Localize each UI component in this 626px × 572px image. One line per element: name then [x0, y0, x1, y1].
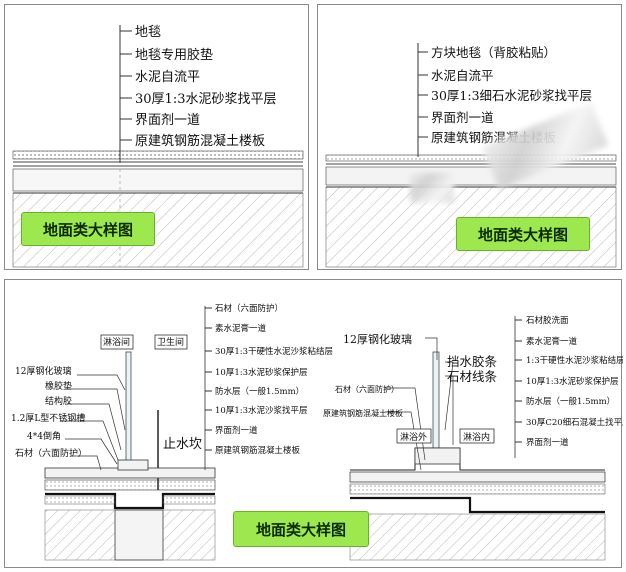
right-layer-6: 界面剂一道	[526, 437, 569, 448]
zone-label-shower: 淋浴间	[103, 336, 130, 348]
layer-label-4: 界面剂一道	[135, 113, 200, 128]
middle-layer-0: 石材（六面防护）	[215, 303, 283, 314]
middle-layer-6: 界面剂一道	[215, 425, 258, 436]
right-layer-3: 10厚1:3水泥砂浆保护层	[526, 376, 619, 387]
blur-overlay	[410, 173, 454, 203]
right-glass-callout: 12厚钢化玻璃	[343, 332, 412, 346]
shower-threshold-drawing: 淋浴间 卫生间 12厚钢化玻璃 橡胶垫 结构胶 1.2厚L型不锈钢槽 4*4倒角…	[11, 303, 623, 561]
section-badge: 地面类大样图	[233, 511, 369, 547]
middle-layer-1: 素水泥膏一道	[215, 323, 267, 334]
left-callout-5: 石材（六面防护）	[15, 447, 87, 459]
layer-label-1: 水泥自流平	[431, 68, 494, 83]
right-callout-0: 挡水胶条	[447, 354, 498, 369]
water-stop-label: 止水坎	[163, 437, 202, 452]
middle-layer-2: 30厚1:3干硬性水泥沙浆粘结层	[215, 346, 333, 357]
layer-label-3: 界面剂一道	[431, 110, 494, 125]
middle-layer-5: 10厚1:3水泥沙浆找平层	[215, 405, 308, 416]
layer-label-0: 地毯	[135, 25, 161, 40]
layer-label-5: 原建筑钢筋混凝土楼板	[135, 133, 265, 149]
layer-label-0: 方块地毯（背胶粘贴）	[431, 45, 556, 60]
zone-label-bathroom: 卫生间	[157, 336, 184, 348]
left-callout-3: 1.2厚L型不锈钢槽	[11, 412, 85, 424]
right-left-label-0: 石材（六面防护）	[335, 384, 399, 394]
right-layer-5: 30厚C20细石混凝土找平层	[526, 417, 623, 428]
layer-label-2: 30厚1:3细石水泥砂浆找平层	[431, 88, 592, 103]
detail-panel-tile-carpet: 方块地毯（背胶粘贴） 水泥自流平 30厚1:3细石水泥砂浆找平层 界面剂一道 原…	[317, 4, 622, 270]
layer-label-3: 30厚1:3水泥砂浆找平层	[135, 92, 276, 107]
left-callout-4: 4*4倒角	[27, 430, 61, 442]
section-badge: 地面类大样图	[456, 217, 590, 251]
right-layer-1: 素水泥膏一道	[526, 336, 578, 347]
middle-layer-7: 原建筑钢筋混凝土楼板	[215, 445, 301, 456]
detail-panel-carpet: 地毯 地毯专用胶垫 水泥自流平 30厚1:3水泥砂浆找平层 界面剂一道 原建筑钢…	[4, 4, 309, 270]
carpet-section-drawing: 地毯 地毯专用胶垫 水泥自流平 30厚1:3水泥砂浆找平层 界面剂一道 原建筑钢…	[12, 25, 304, 268]
layer-label-2: 水泥自流平	[135, 70, 200, 85]
section-badge: 地面类大样图	[21, 212, 155, 246]
left-callout-1: 橡胶垫	[45, 380, 72, 392]
detail-panel-shower: 淋浴间 卫生间 12厚钢化玻璃 橡胶垫 结构胶 1.2厚L型不锈钢槽 4*4倒角…	[4, 279, 623, 568]
right-layer-0: 石材胶洗面	[526, 315, 569, 326]
middle-layer-3: 10厚1:3水泥砂浆保护层	[215, 367, 308, 378]
middle-layer-4: 防水层（一般1.5mm）	[215, 386, 304, 397]
right-layer-4: 防水层（一般1.5mm）	[526, 396, 615, 407]
zone-label-shower-in: 淋浴内	[463, 431, 490, 443]
layer-label-1: 地毯专用胶垫	[135, 47, 213, 63]
right-left-label-1: 原建筑钢筋混凝土楼板	[323, 408, 403, 418]
zone-label-shower-out: 淋浴外	[400, 431, 427, 443]
right-layer-2: 1:3干硬性水泥沙浆粘结层	[526, 355, 623, 366]
left-callout-0: 12厚钢化玻璃	[15, 365, 71, 377]
left-callout-2: 结构胶	[45, 395, 72, 407]
right-callout-1: 石材线条	[447, 369, 498, 384]
